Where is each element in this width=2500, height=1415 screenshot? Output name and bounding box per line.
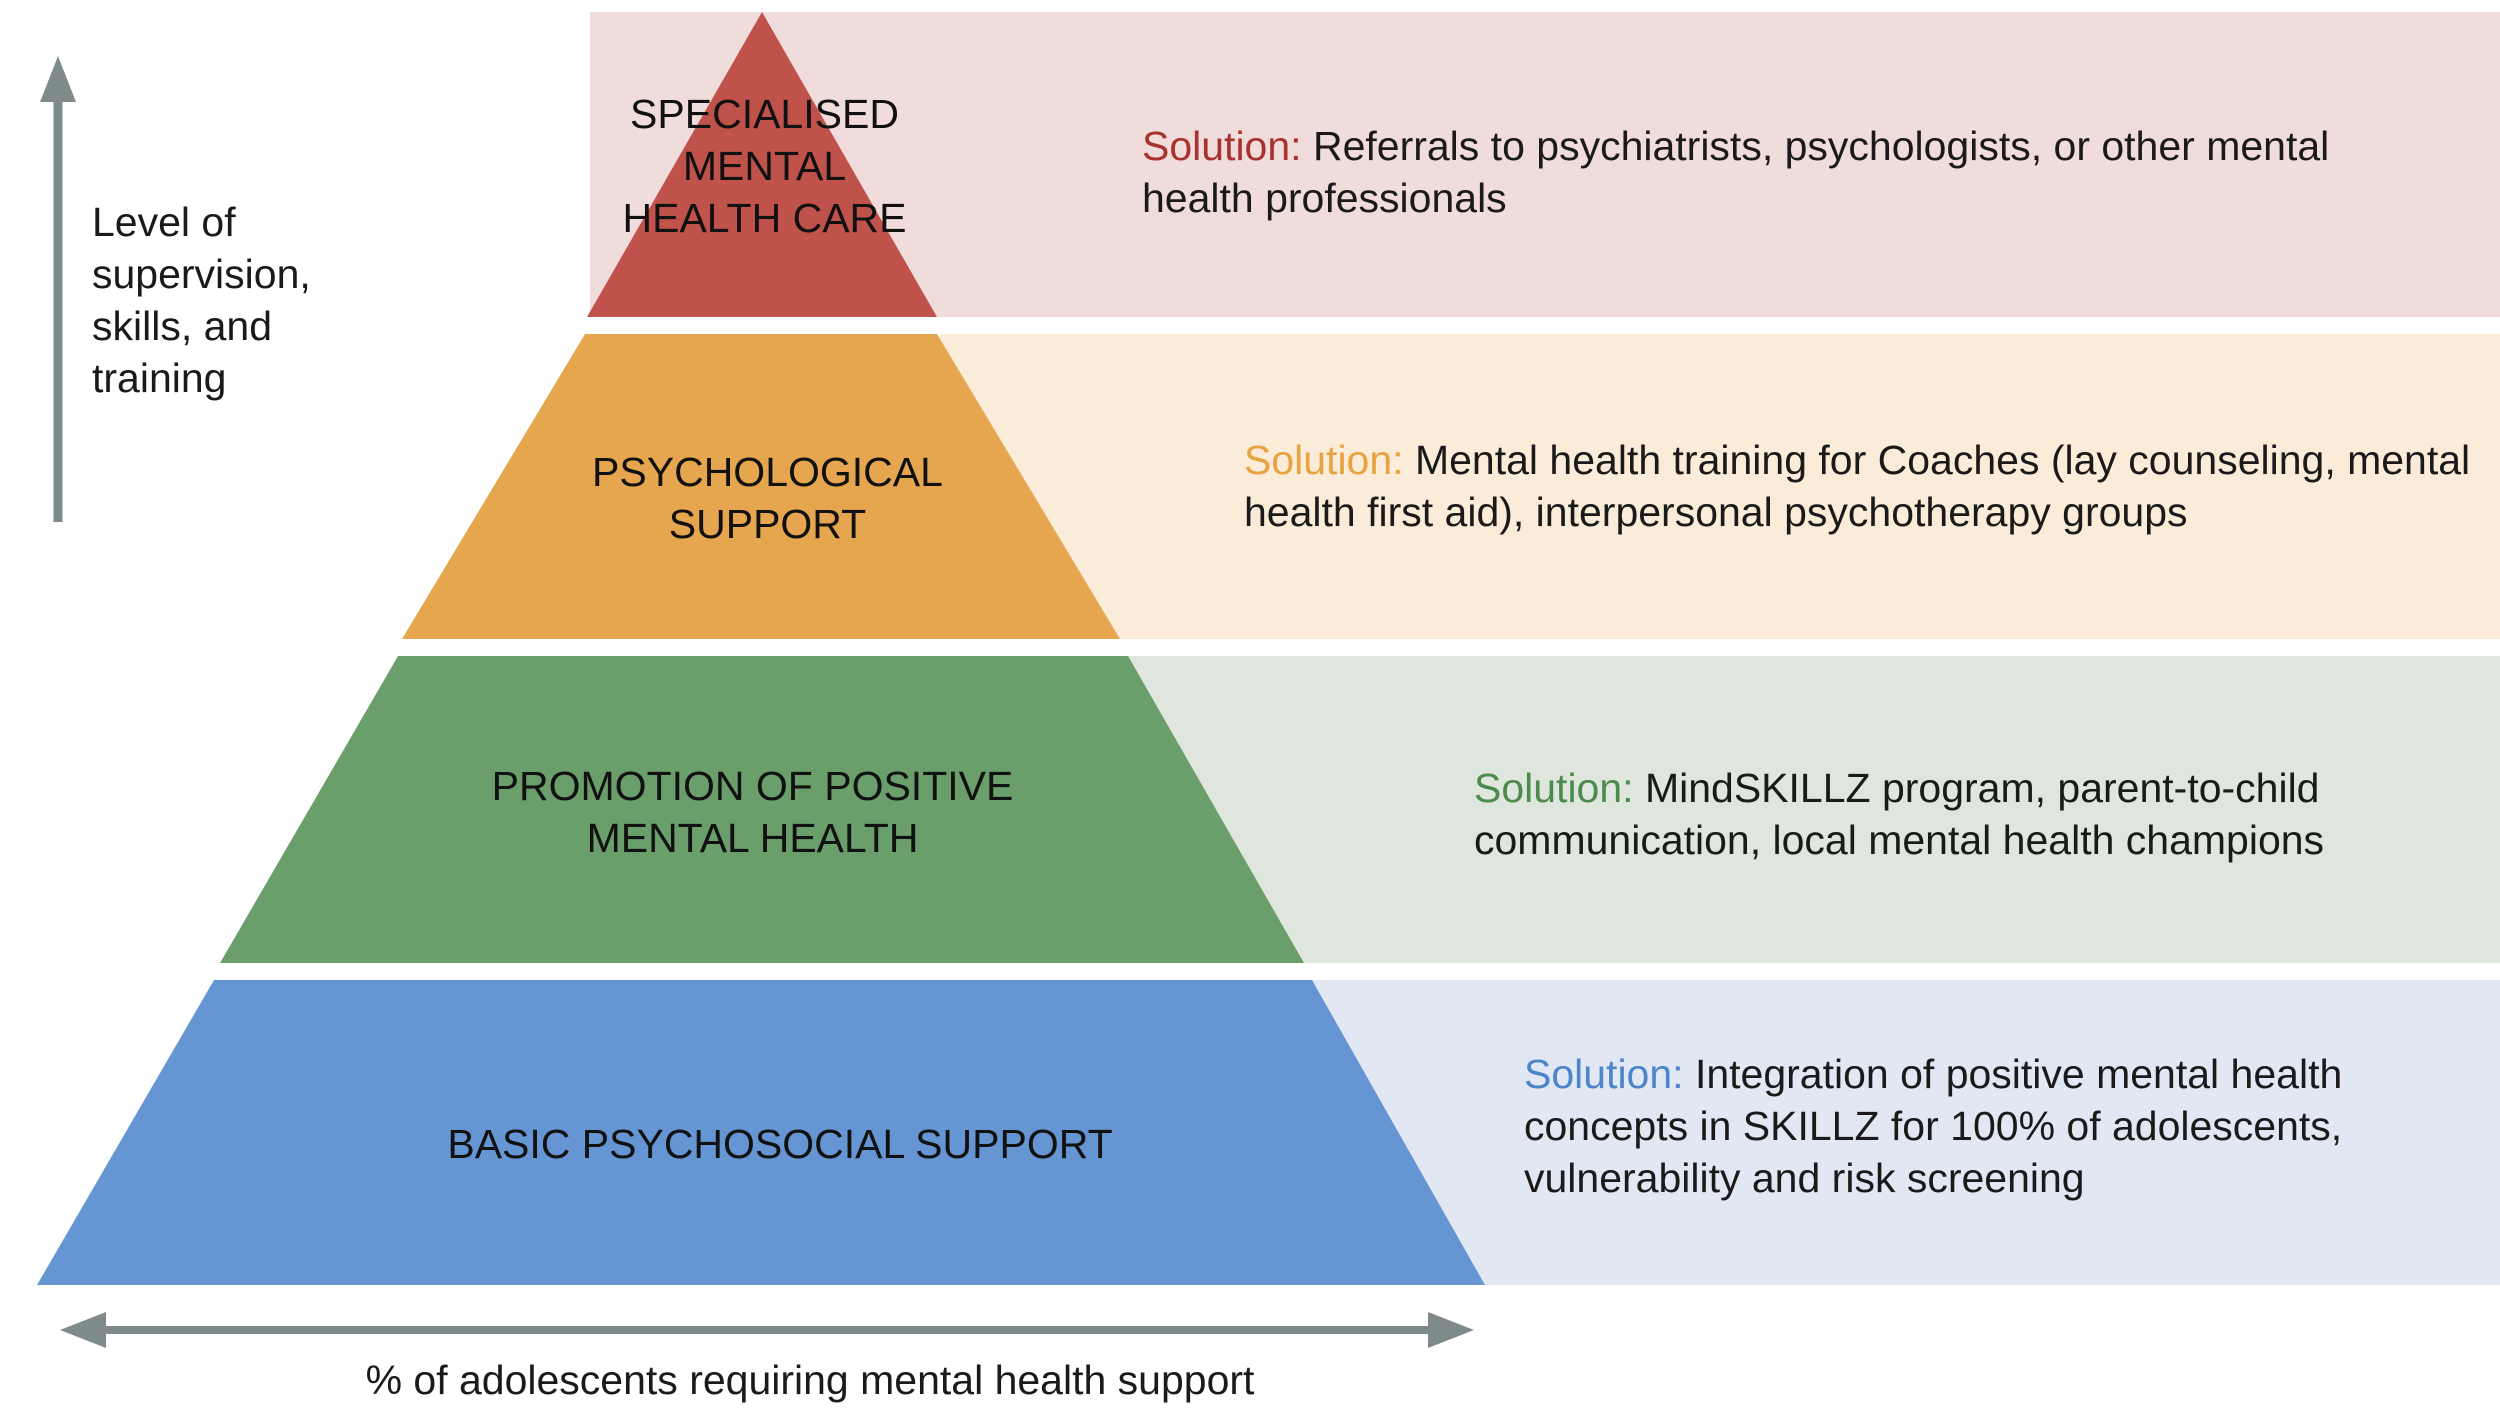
- tier-shape-promotion: [220, 656, 1304, 963]
- solution-text: Mental health training for Coaches (lay …: [1244, 437, 2471, 535]
- x-axis-label: % of adolescents requiring mental health…: [365, 1357, 1255, 1403]
- tier-shape-specialised: [587, 12, 937, 317]
- solution-prefix: Solution:: [1474, 765, 1634, 811]
- solution-prefix: Solution:: [1524, 1051, 1684, 1097]
- tier-shape-psychological: [402, 334, 1120, 639]
- tier-label-basic: BASIC PSYCHOSOCIAL SUPPORT: [447, 1121, 1113, 1167]
- solution-text: MindSKILLZ program, parent-to-child comm…: [1474, 765, 2325, 863]
- tier-label-specialised: SPECIALISED MENTAL HEALTH CARE: [622, 91, 907, 241]
- band-specialised: [590, 12, 2500, 317]
- tier-shape-basic: [37, 980, 1485, 1285]
- solution-text: Referrals to psychiatrists, psychologist…: [1142, 123, 2330, 221]
- tier-label-psychological: PSYCHOLOGICAL SUPPORT: [592, 449, 943, 547]
- y-axis-label: Level of supervision, skills, and traini…: [92, 199, 311, 401]
- tier-label-promotion: PROMOTION OF POSITIVE MENTAL HEALTH: [491, 763, 1014, 861]
- vertical-arrow: [40, 56, 76, 522]
- solution-psychological: Solution: Mental health training for Coa…: [1244, 434, 2484, 538]
- horizontal-arrow: [60, 1312, 1474, 1348]
- solution-prefix: Solution:: [1142, 123, 1302, 169]
- band-psychological: [940, 334, 2500, 639]
- solution-basic: Solution: Integration of positive mental…: [1524, 1048, 2444, 1204]
- solution-text: Integration of positive mental health co…: [1524, 1051, 2343, 1201]
- band-promotion: [1122, 656, 2500, 963]
- band-basic: [1300, 980, 2500, 1285]
- solution-specialised: Solution: Referrals to psychiatrists, ps…: [1142, 120, 2442, 224]
- solution-prefix: Solution:: [1244, 437, 1404, 483]
- solution-promotion: Solution: MindSKILLZ program, parent-to-…: [1474, 762, 2434, 866]
